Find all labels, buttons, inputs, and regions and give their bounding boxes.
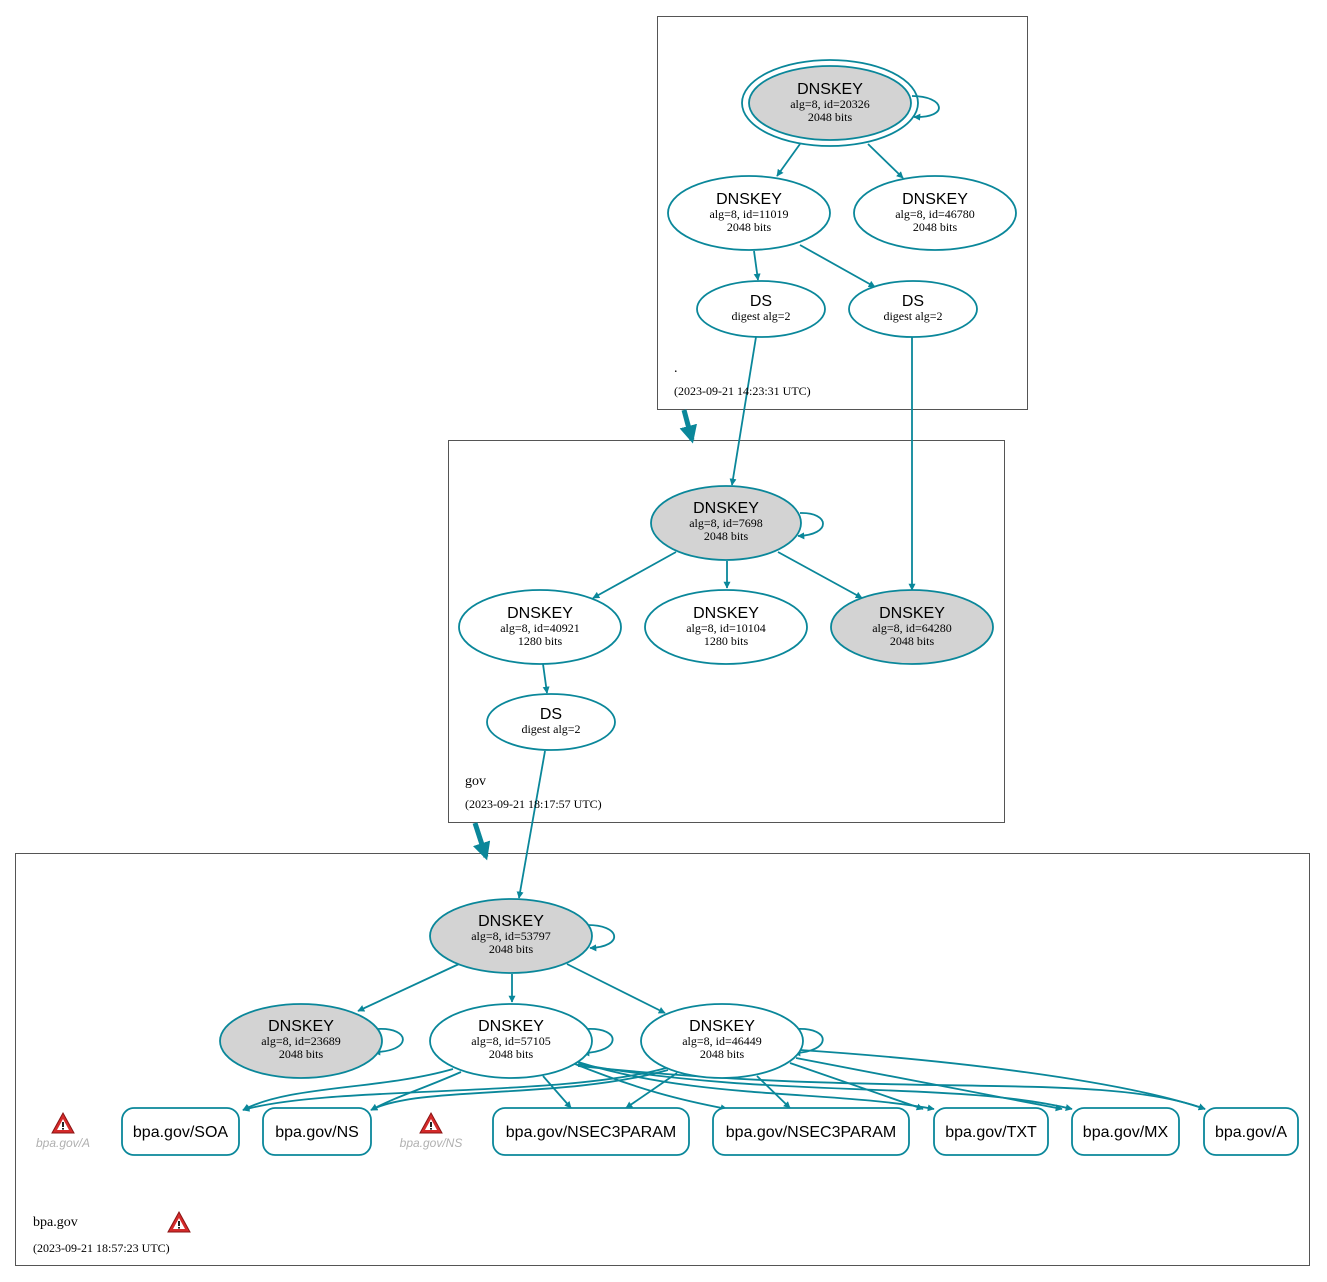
node-line1: digest alg=2: [521, 722, 580, 736]
node-line1: alg=8, id=46449: [682, 1034, 762, 1048]
node-line2: 2048 bits: [890, 634, 935, 648]
node-title: DS: [540, 706, 562, 723]
node-gov-ds[interactable]: DS digest alg=2: [486, 693, 616, 751]
record-label: bpa.gov/TXT: [945, 1124, 1037, 1141]
warning-label: bpa.gov/A: [36, 1136, 90, 1150]
node-line1: alg=8, id=40921: [500, 621, 580, 635]
record-bpa-soa[interactable]: bpa.gov/SOA: [121, 1107, 240, 1156]
warning-bpa-ns[interactable]: bpa.gov/NS: [400, 1112, 463, 1150]
record-label: bpa.gov/NSEC3PARAM: [726, 1124, 896, 1141]
record-bpa-mx[interactable]: bpa.gov/MX: [1071, 1107, 1180, 1156]
warning-bpa-zone[interactable]: [167, 1211, 191, 1233]
edges-gov: [516, 512, 863, 899]
node-line1: alg=8, id=7698: [689, 516, 763, 530]
node-line1: alg=8, id=20326: [790, 97, 870, 111]
zone-root-timestamp: (2023-09-21 14:23:31 UTC): [674, 384, 811, 398]
node-title: DNSKEY: [689, 1018, 755, 1035]
node-gov-ksk-64280[interactable]: DNSKEY alg=8, id=64280 2048 bits: [830, 589, 994, 665]
node-bpa-key-23689[interactable]: DNSKEY alg=8, id=23689 2048 bits: [219, 1003, 383, 1079]
node-line2: 2048 bits: [279, 1047, 324, 1061]
node-line1: digest alg=2: [883, 309, 942, 323]
node-root-ds-1[interactable]: DS digest alg=2: [696, 280, 826, 338]
node-root-ksk[interactable]: DNSKEY alg=8, id=20326 2048 bits: [741, 59, 919, 147]
node-title: DNSKEY: [879, 605, 945, 622]
node-line2: 2048 bits: [489, 942, 534, 956]
node-title: DNSKEY: [268, 1018, 334, 1035]
edges-root: [729, 95, 940, 591]
node-line2: 2048 bits: [700, 1047, 745, 1061]
zone-root-box: [657, 16, 1028, 410]
node-line2: 2048 bits: [489, 1047, 534, 1061]
record-label: bpa.gov/A: [1215, 1124, 1287, 1141]
node-line1: digest alg=2: [731, 309, 790, 323]
zone-root-name: .: [674, 361, 678, 376]
node-line1: alg=8, id=23689: [261, 1034, 341, 1048]
node-title: DNSKEY: [478, 1018, 544, 1035]
node-root-zsk-46780[interactable]: DNSKEY alg=8, id=46780 2048 bits: [853, 175, 1017, 251]
node-root-ds-2[interactable]: DS digest alg=2: [848, 280, 978, 338]
node-line2: 2048 bits: [808, 110, 853, 124]
zone-bpa-box: [15, 853, 1310, 1266]
zone-gov-name: gov: [465, 774, 486, 789]
delegation-arrow-gov-bpa: [472, 822, 491, 861]
node-title: DNSKEY: [478, 913, 544, 930]
node-line1: alg=8, id=64280: [872, 621, 952, 635]
warning-triangle-icon: [419, 1112, 443, 1134]
warning-bpa-a[interactable]: bpa.gov/A: [36, 1112, 90, 1150]
node-line2: 1280 bits: [704, 634, 749, 648]
zone-bpa-name: bpa.gov: [33, 1215, 78, 1230]
warning-triangle-icon: [167, 1211, 191, 1233]
node-bpa-key-57105[interactable]: DNSKEY alg=8, id=57105 2048 bits: [429, 1003, 593, 1079]
node-root-zsk-11019[interactable]: DNSKEY alg=8, id=11019 2048 bits: [667, 175, 831, 251]
warning-label: bpa.gov/NS: [400, 1136, 463, 1150]
node-bpa-ksk-53797[interactable]: DNSKEY alg=8, id=53797 2048 bits: [429, 898, 593, 974]
record-label: bpa.gov/MX: [1083, 1124, 1169, 1141]
node-line2: 2048 bits: [913, 220, 958, 234]
record-bpa-txt[interactable]: bpa.gov/TXT: [933, 1107, 1049, 1156]
record-label: bpa.gov/NS: [275, 1124, 359, 1141]
node-line1: alg=8, id=46780: [895, 207, 975, 221]
zone-gov-box: [448, 440, 1005, 823]
warning-triangle-icon: [51, 1112, 75, 1134]
record-bpa-nsec3param-1[interactable]: bpa.gov/NSEC3PARAM: [492, 1107, 690, 1156]
node-title: DS: [902, 293, 924, 310]
node-title: DNSKEY: [693, 500, 759, 517]
delegation-arrow-root-gov: [679, 409, 697, 444]
record-bpa-a[interactable]: bpa.gov/A: [1203, 1107, 1299, 1156]
node-title: DNSKEY: [902, 191, 968, 208]
zone-bpa-timestamp: (2023-09-21 18:57:23 UTC): [33, 1241, 170, 1255]
node-line2: 1280 bits: [518, 634, 563, 648]
node-title: DNSKEY: [507, 605, 573, 622]
node-line1: alg=8, id=57105: [471, 1034, 551, 1048]
node-line1: alg=8, id=11019: [709, 207, 788, 221]
zone-gov-timestamp: (2023-09-21 18:17:57 UTC): [465, 797, 602, 811]
node-gov-zsk-40921[interactable]: DNSKEY alg=8, id=40921 1280 bits: [458, 589, 622, 665]
record-bpa-nsec3param-2[interactable]: bpa.gov/NSEC3PARAM: [712, 1107, 910, 1156]
record-label: bpa.gov/SOA: [133, 1124, 229, 1141]
node-bpa-key-46449[interactable]: DNSKEY alg=8, id=46449 2048 bits: [640, 1003, 804, 1079]
node-line1: alg=8, id=53797: [471, 929, 551, 943]
node-title: DNSKEY: [693, 605, 759, 622]
record-label: bpa.gov/NSEC3PARAM: [506, 1124, 676, 1141]
node-title: DNSKEY: [797, 81, 863, 98]
node-line2: 2048 bits: [704, 529, 749, 543]
node-title: DS: [750, 293, 772, 310]
node-title: DNSKEY: [716, 191, 782, 208]
record-bpa-ns[interactable]: bpa.gov/NS: [262, 1107, 372, 1156]
node-line1: alg=8, id=10104: [686, 621, 766, 635]
node-line2: 2048 bits: [727, 220, 772, 234]
node-gov-zsk-10104[interactable]: DNSKEY alg=8, id=10104 1280 bits: [644, 589, 808, 665]
node-gov-ksk-7698[interactable]: DNSKEY alg=8, id=7698 2048 bits: [650, 485, 802, 561]
